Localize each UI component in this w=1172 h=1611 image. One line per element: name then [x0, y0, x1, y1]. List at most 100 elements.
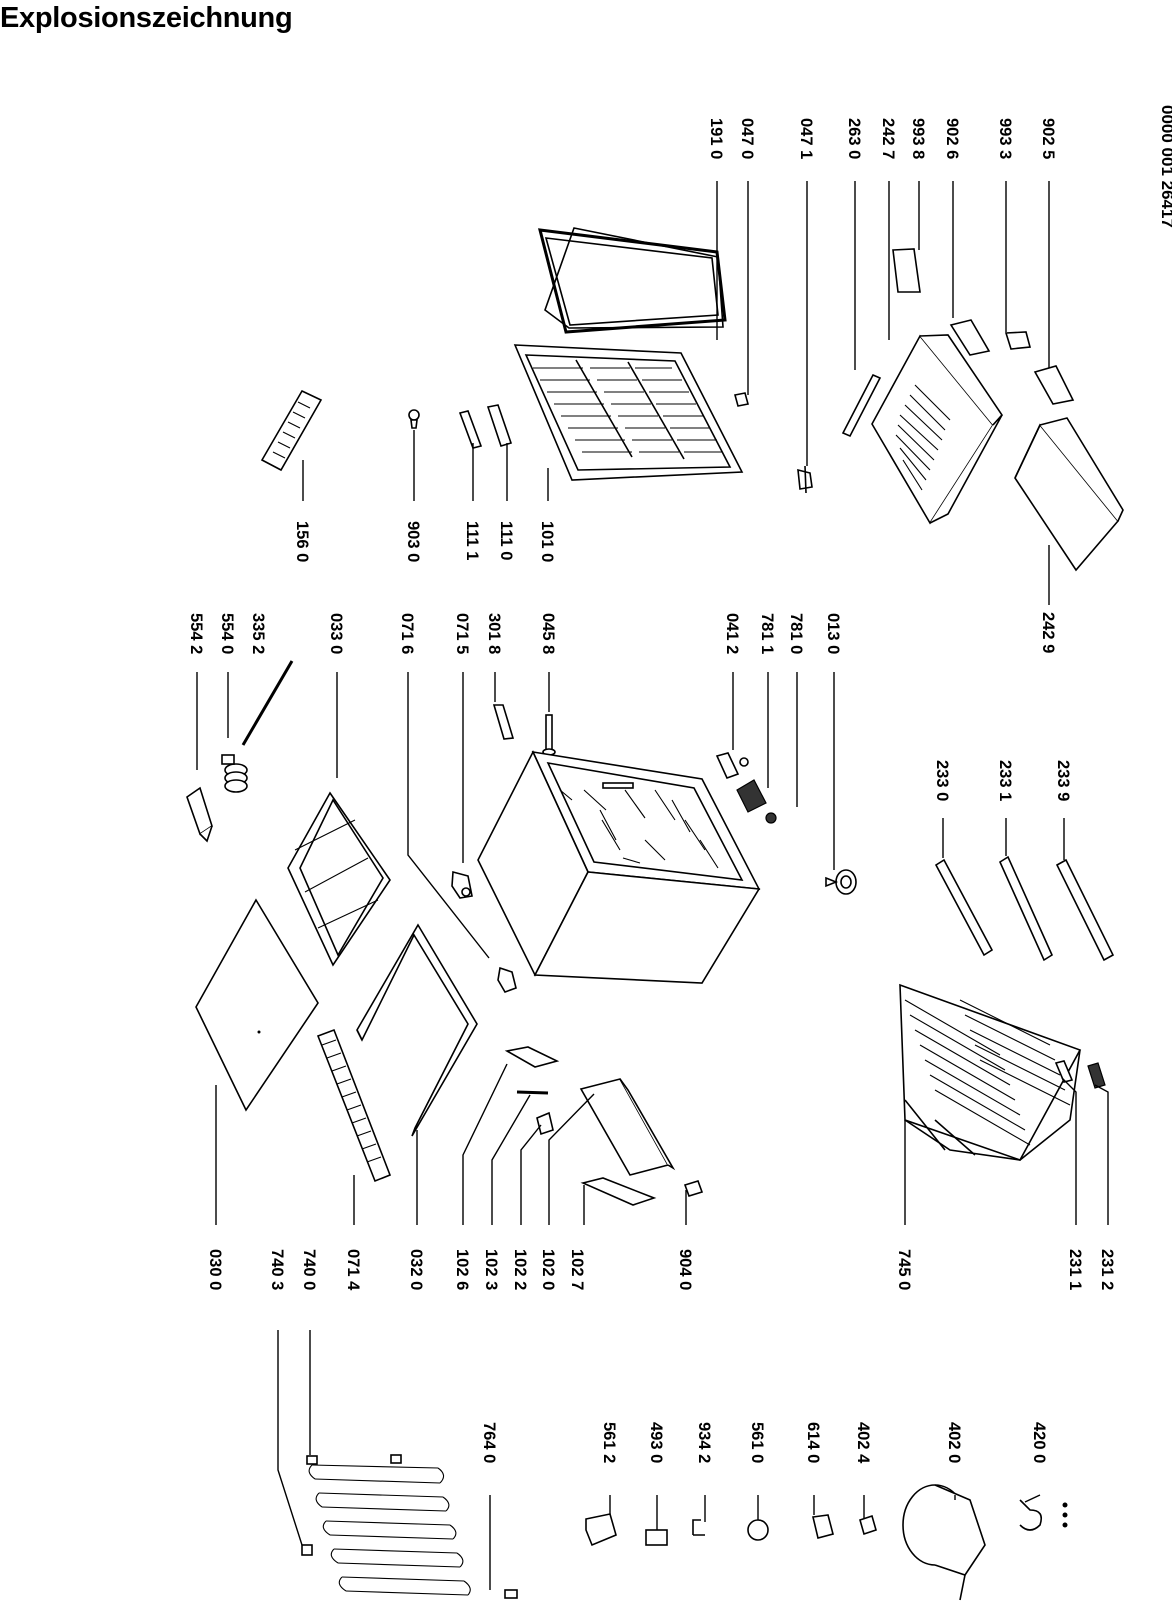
part-047-0-clip: [734, 392, 749, 407]
label-032-0: 032 0: [407, 1249, 425, 1290]
label-242-9: 242 9: [1039, 612, 1057, 653]
part-242-7-drawer: [871, 334, 1004, 525]
label-614-0: 614 0: [804, 1422, 822, 1463]
label-013-0: 013 0: [824, 613, 842, 654]
label-102-7: 102 7: [568, 1249, 586, 1290]
label-041-2: 041 2: [723, 613, 741, 654]
label-033-0: 033 0: [327, 613, 345, 654]
part-191-0-seal: [538, 227, 727, 334]
label-902-5: 902 5: [1039, 118, 1057, 159]
part-111-1-hinge: [458, 410, 483, 449]
part-554-2-drawing: [186, 786, 213, 843]
part-993-8-label: [892, 248, 921, 293]
label-102-2: 102 2: [511, 1249, 529, 1290]
label-233-0: 233 0: [933, 760, 951, 801]
part-781-1-switch: [736, 779, 767, 813]
part-102-0-tray: [579, 1078, 676, 1176]
part-102-3-rod: [516, 1090, 549, 1095]
label-493-0: 493 0: [647, 1422, 665, 1463]
part-labels: 554 2 554 0 335 2 033 0 071 6 071 5 301 …: [187, 118, 1116, 1464]
cabinet-body: [477, 750, 761, 984]
label-047-1: 047 1: [797, 118, 815, 159]
part-071-5-hinge: [451, 870, 473, 899]
part-263-0-bar: [841, 373, 882, 438]
label-402-4: 402 4: [854, 1422, 872, 1464]
label-561-0: 561 0: [748, 1422, 766, 1463]
part-032-0-frame: [356, 923, 478, 1137]
part-561-2-relay: [585, 1513, 617, 1547]
label-554-2: 554 2: [187, 613, 205, 654]
part-402-4-grommet: [859, 1514, 877, 1536]
part-102-7-rail: [580, 1177, 657, 1206]
label-071-4: 071 4: [344, 1249, 362, 1291]
label-242-7: 242 7: [879, 118, 897, 159]
part-101-0-door: [513, 344, 744, 481]
page-title: Explosionszeichnung: [0, 2, 293, 34]
leader-lines: [196, 181, 1109, 1590]
part-231-2-piece: [1087, 1062, 1106, 1089]
part-233-0-strip: [934, 858, 994, 957]
label-554-0: 554 0: [218, 613, 236, 654]
part-233-1-strip: [998, 855, 1054, 962]
part-071-4-grille: [316, 1028, 392, 1183]
part-902-6-handle: [949, 319, 991, 356]
part-071-6-bracket: [497, 966, 517, 993]
label-934-2: 934 2: [695, 1422, 713, 1463]
label-993-3: 993 3: [996, 118, 1014, 159]
part-554-0-spring: [221, 754, 248, 793]
label-231-2: 231 2: [1098, 1249, 1116, 1290]
label-745-0: 745 0: [895, 1249, 913, 1290]
part-301-8-strip: [492, 704, 515, 740]
label-111-1: 111 1: [463, 521, 481, 560]
label-030-0: 030 0: [206, 1249, 224, 1290]
label-233-1: 233 1: [996, 760, 1014, 801]
label-047-0: 047 0: [738, 118, 756, 159]
part-781-0-button: [765, 812, 777, 824]
label-764-0: 764 0: [480, 1422, 498, 1463]
part-420-0-cable: [1019, 1499, 1068, 1531]
part-902-5-handle: [1033, 365, 1075, 405]
label-561-2: 561 2: [600, 1422, 618, 1463]
label-111-0: 111 0: [497, 521, 515, 560]
label-993-8: 993 8: [909, 118, 927, 159]
label-102-6: 102 6: [453, 1249, 471, 1290]
label-231-1: 231 1: [1066, 1249, 1084, 1290]
part-102-6-rail: [504, 1046, 560, 1068]
part-013-0-knob: [825, 869, 857, 895]
label-191-0: 191 0: [707, 118, 725, 159]
part-402-0-compressor: [902, 1484, 986, 1601]
document-reference-number: 0000 001 26417: [1158, 105, 1172, 228]
label-233-9: 233 9: [1054, 760, 1072, 801]
part-740-3-tab: [301, 1544, 313, 1556]
label-420-0: 420 0: [1030, 1422, 1048, 1463]
part-102-2-clip: [536, 1111, 554, 1136]
part-745-0-wire-racks: [899, 983, 1082, 1161]
part-614-0-plug: [812, 1514, 834, 1539]
part-233-9-strip: [1055, 858, 1115, 962]
part-493-0-capacitor: [645, 1529, 668, 1546]
part-903-0-cap: [408, 409, 420, 429]
label-781-0: 781 0: [787, 613, 805, 654]
part-047-1-foot: [797, 465, 813, 494]
label-071-5: 071 5: [453, 613, 471, 654]
label-781-1: 781 1: [758, 613, 776, 654]
label-045-8: 045 8: [539, 613, 557, 654]
label-102-3: 102 3: [482, 1249, 500, 1290]
part-111-0-hinge: [486, 404, 513, 447]
part-045-8-pin: [542, 714, 556, 756]
part-934-2-wire: [692, 1519, 705, 1536]
label-071-6: 071 6: [398, 613, 416, 654]
part-904-0-piece: [683, 1180, 704, 1197]
label-156-0: 156 0: [293, 521, 311, 562]
part-231-1-piece: [1054, 1060, 1074, 1083]
part-drawings: [186, 227, 1124, 1601]
label-263-0: 263 0: [845, 118, 863, 159]
part-041-2-strip: [715, 752, 749, 780]
label-102-0: 102 0: [539, 1249, 557, 1290]
label-101-0: 101 0: [538, 521, 556, 562]
label-301-8: 301 8: [485, 613, 503, 654]
label-740-3: 740 3: [268, 1249, 286, 1290]
label-904-0: 904 0: [676, 1249, 694, 1290]
part-030-0-panel: [195, 898, 319, 1112]
